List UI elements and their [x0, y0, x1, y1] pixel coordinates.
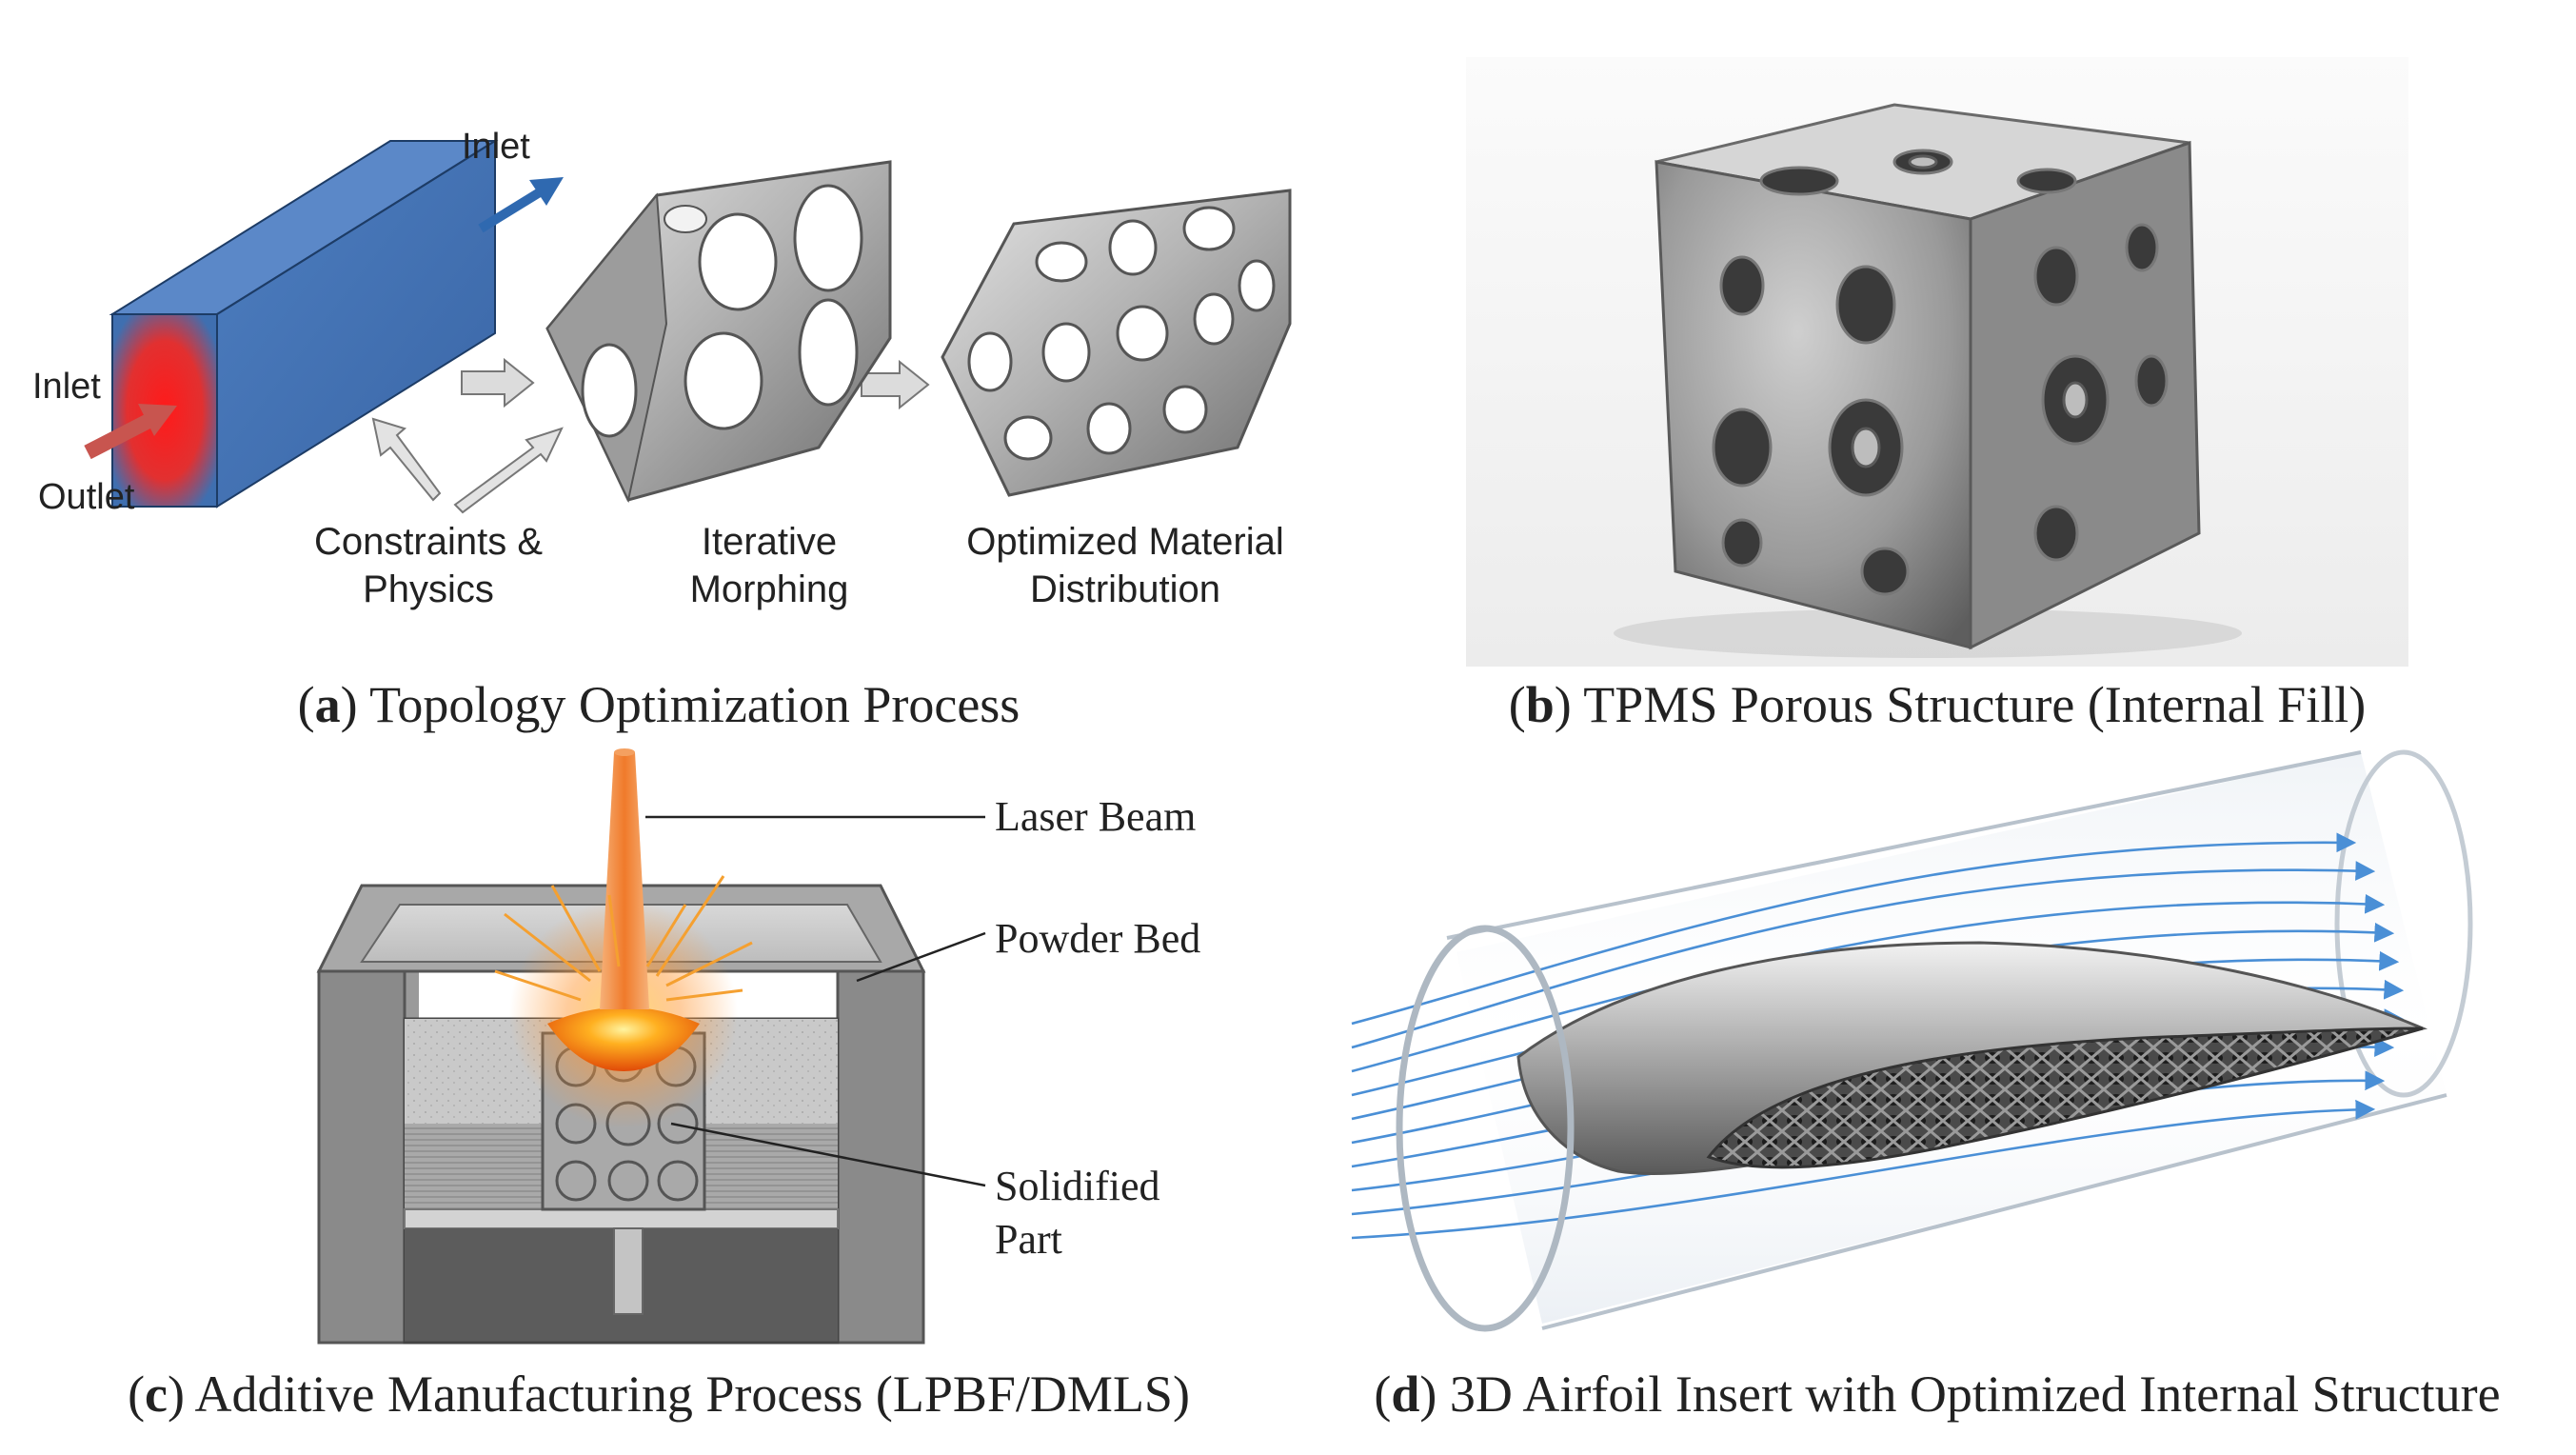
outlet-label: Outlet — [38, 477, 135, 517]
step2-label-line2: Morphing — [690, 568, 849, 610]
step2-label-line1: Iterative — [702, 521, 837, 563]
caption-d-text: 3D Airfoil Insert with Optimized Interna… — [1450, 1365, 2501, 1423]
morphing-structure — [547, 162, 890, 500]
optimized-structure — [942, 190, 1290, 495]
caption-d-letter: d — [1391, 1365, 1419, 1423]
tpms-cube — [1656, 105, 2199, 648]
caption-b-text: TPMS Porous Structure (Internal Fill) — [1583, 676, 2366, 733]
solidified-part-label-line1: Solidified — [995, 1163, 1160, 1209]
panel-c-additive-manufacturing: Laser Beam Powder Bed Solidified Part (c… — [128, 748, 1200, 1423]
caption-c-text: Additive Manufacturing Process (LPBF/DML… — [195, 1365, 1190, 1423]
laser-beam — [600, 752, 649, 1009]
step3-label-line1: Optimized Material — [966, 521, 1283, 563]
caption-c-letter: c — [145, 1365, 168, 1423]
caption-b: (b) TPMS Porous Structure (Internal Fill… — [1509, 676, 2367, 733]
inlet-left-label: Inlet — [32, 367, 101, 407]
caption-a: (a) Topology Optimization Process — [298, 676, 1020, 733]
panel-a-topology-optimization: Inlet Inlet Outlet — [32, 127, 1290, 733]
powder-bed-label: Powder Bed — [995, 915, 1200, 962]
constraint-arrow-1 — [373, 419, 440, 500]
process-arrow-1 — [462, 360, 533, 406]
laser-beam-label: Laser Beam — [995, 793, 1196, 840]
inlet-top-label: Inlet — [462, 127, 530, 167]
caption-c: (c) Additive Manufacturing Process (LPBF… — [128, 1365, 1190, 1423]
caption-a-text: Topology Optimization Process — [369, 676, 1020, 733]
caption-d: (d) 3D Airfoil Insert with Optimized Int… — [1374, 1365, 2500, 1423]
flow-domain-box — [112, 141, 495, 507]
step3-label-line2: Distribution — [1030, 568, 1220, 610]
step1-label-line1: Constraints & — [314, 521, 543, 563]
constraint-arrow-2 — [455, 429, 562, 512]
caption-a-letter: a — [315, 676, 341, 733]
solidified-part-label-line2: Part — [995, 1216, 1062, 1263]
panel-d-airfoil-insert: (d) 3D Airfoil Insert with Optimized Int… — [1352, 752, 2501, 1423]
step1-label-line2: Physics — [363, 568, 494, 610]
caption-b-letter: b — [1526, 676, 1555, 733]
panel-b-tpms-structure: (b) TPMS Porous Structure (Internal Fill… — [1466, 57, 2408, 733]
